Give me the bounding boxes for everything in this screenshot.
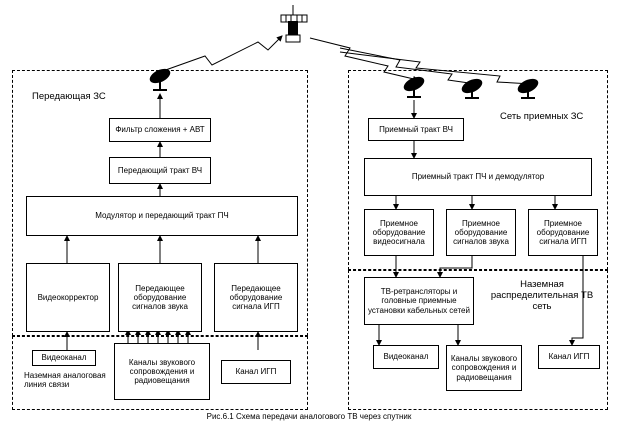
tx-station-title: Передающая ЗС xyxy=(32,91,106,102)
tx-dish-icon xyxy=(149,68,171,91)
rx-dish-icon-3 xyxy=(517,78,539,99)
modulator-block: Модулятор и передающий тракт ПЧ xyxy=(26,196,298,236)
audio-channels-block: Каналы звукового сопровождения и радиове… xyxy=(114,343,210,400)
uplink-signal xyxy=(159,35,283,73)
ground-net-region xyxy=(348,270,608,410)
videocorrector-block: Видеокорректор xyxy=(26,263,110,332)
igp-channel-block: Канал ИГП xyxy=(221,360,291,384)
ground-net-title: Наземная распределительная ТВ сеть xyxy=(490,279,594,312)
retrans-block: ТВ-ретрансляторы и головные приемные уст… xyxy=(364,277,474,325)
rx-video-block: Приемное оборудование видеосигнала xyxy=(364,209,434,256)
ground-line-region xyxy=(12,336,308,410)
rx-if-block: Приемный тракт ПЧ и демодулятор xyxy=(364,158,592,196)
audio-tx-block: Передающее оборудование сигналов звука xyxy=(118,263,202,332)
rx-igp-block: Приемное оборудование сигнала ИГП xyxy=(528,209,598,256)
rx-dish-icon-1 xyxy=(403,76,425,98)
tx-station-region xyxy=(12,70,308,336)
rx-video-channel-block: Видеоканал xyxy=(373,345,439,369)
figure-caption: Рис.6.1 Схема передачи аналогового ТВ че… xyxy=(206,412,412,421)
satellite-icon xyxy=(280,5,308,43)
filter-block: Фильтр сложения + АВТ xyxy=(109,118,211,142)
rx-audio-channels-block: Каналы звукового сопровождения и радиове… xyxy=(446,345,522,391)
rx-dish-icon-2 xyxy=(461,78,483,99)
ground-line-label: Наземная аналоговая линия связи xyxy=(24,371,106,390)
rx-rf-block: Приемный тракт ВЧ xyxy=(368,118,464,141)
rx-network-title: Сеть приемных ЗС xyxy=(500,111,584,122)
rx-igp-channel-block: Канал ИГП xyxy=(538,345,600,369)
downlink-signal xyxy=(309,37,419,82)
tx-rf-block: Передающий тракт ВЧ xyxy=(109,157,211,184)
rx-network-region xyxy=(348,70,608,270)
video-channel-block: Видеоканал xyxy=(32,350,96,366)
igp-tx-block: Передающее оборудование сигнала ИГП xyxy=(214,263,298,332)
rx-audio-block: Приемное оборудование сигналов звука xyxy=(446,209,516,256)
